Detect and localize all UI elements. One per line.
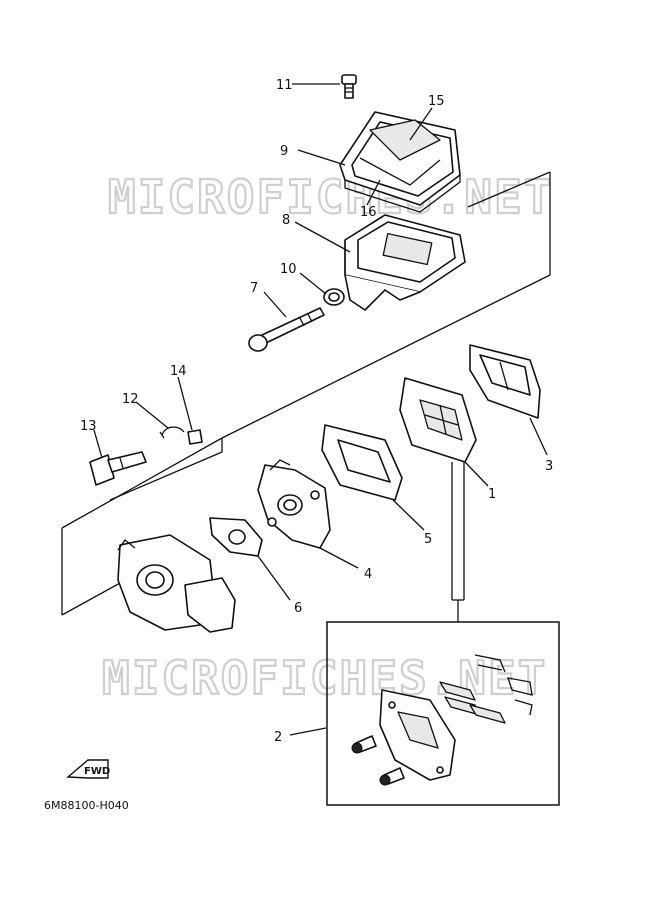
diagram-code: 6M88100-H040 bbox=[44, 799, 129, 812]
watermark-top: MICROFICHES.NET bbox=[108, 170, 553, 224]
callout-8: 8 bbox=[282, 213, 290, 228]
callout-9: 9 bbox=[280, 144, 288, 159]
key-13 bbox=[89, 451, 147, 486]
cover-9 bbox=[339, 111, 461, 213]
callout-6: 6 bbox=[294, 601, 302, 616]
callout-16: 16 bbox=[360, 205, 377, 220]
manifold-4 bbox=[257, 459, 331, 549]
part-14 bbox=[187, 429, 203, 445]
bolt-7 bbox=[248, 307, 325, 352]
detail-bracket bbox=[451, 462, 465, 622]
callout-13: 13 bbox=[80, 419, 97, 434]
engine-block bbox=[117, 534, 236, 633]
section-outline bbox=[61, 171, 551, 616]
watermark-bottom: MICROFICHES.NET bbox=[102, 651, 547, 705]
callout-1: 1 bbox=[488, 487, 496, 502]
callout-15: 15 bbox=[428, 94, 445, 109]
reed-valve-1 bbox=[399, 377, 477, 463]
gasket-5 bbox=[321, 424, 403, 501]
callout-14: 14 bbox=[170, 364, 187, 379]
callout-7: 7 bbox=[250, 281, 258, 296]
callout-5: 5 bbox=[424, 532, 432, 547]
bolt-11 bbox=[341, 74, 357, 99]
callout-12: 12 bbox=[122, 392, 139, 407]
detail-contents bbox=[351, 654, 533, 786]
housing-8 bbox=[344, 214, 466, 311]
nut-10 bbox=[323, 288, 345, 306]
leader-lines bbox=[93, 83, 548, 736]
fwd-arrow-icon: FWD bbox=[66, 759, 110, 779]
gasket-6 bbox=[209, 517, 263, 557]
callout-10: 10 bbox=[280, 262, 297, 277]
gasket-3 bbox=[469, 344, 541, 419]
clip-12 bbox=[159, 426, 185, 439]
callout-11: 11 bbox=[276, 78, 293, 93]
callout-3: 3 bbox=[545, 459, 553, 474]
detail-box-2 bbox=[326, 621, 560, 806]
fwd-label: FWD bbox=[84, 766, 110, 777]
callout-2: 2 bbox=[274, 730, 282, 745]
callout-4: 4 bbox=[364, 567, 372, 582]
